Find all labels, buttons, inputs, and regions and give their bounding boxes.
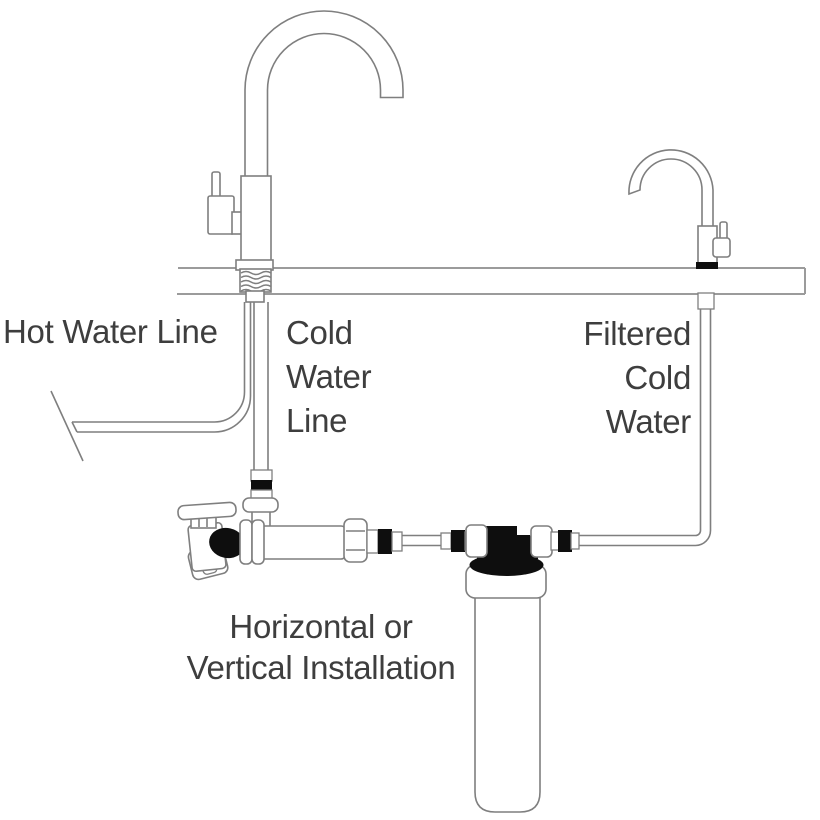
tee-left-collar [239, 519, 253, 565]
filter-cartridge [474, 594, 541, 813]
svg-text:Cold: Cold [286, 314, 353, 351]
svg-text:Horizontal or: Horizontal or [229, 608, 412, 645]
kitchen-faucet [207, 10, 404, 303]
installation-note-label: Horizontal or Vertical Installation [187, 608, 456, 686]
diagram-labels: Hot Water Line Cold Water Line Filtered … [3, 313, 692, 686]
hot-water-line [50, 302, 252, 462]
tee-top-flange [242, 497, 279, 513]
cold-water-line-label: Cold Water Line [286, 314, 372, 439]
faucet-mounting-threads [239, 268, 272, 294]
filter-outlet-fitting [530, 525, 580, 558]
tee-adapter [209, 497, 403, 565]
hot-line-break-slash [50, 390, 84, 462]
cold-line-quick-connect-fitting [250, 469, 273, 500]
filter-inlet-fitting [440, 524, 488, 558]
tee-outlet-nut [343, 518, 368, 563]
dispenser-handle-base [712, 237, 731, 258]
tee-inlet-seal [209, 527, 245, 559]
filtered-water-line [579, 292, 715, 547]
filter-supply-tube [402, 534, 441, 547]
faucet-shank [245, 290, 265, 303]
filter-head-base [469, 554, 544, 576]
svg-text:Water: Water [286, 358, 372, 395]
faucet-spout [244, 10, 404, 180]
svg-text:Water: Water [606, 403, 692, 440]
tee-outlet-fitting [366, 529, 403, 554]
dispenser-shank [697, 292, 715, 310]
valve-handle [177, 501, 237, 521]
svg-text:Vertical Installation: Vertical Installation [187, 649, 456, 686]
filtered-cold-water-label: Filtered Cold Water [583, 315, 691, 440]
dispenser-base-pad [696, 262, 718, 269]
hot-water-line-label: Hot Water Line [3, 313, 218, 350]
dispenser-faucet [628, 149, 731, 269]
svg-text:Cold: Cold [624, 359, 691, 396]
tee-left-collar-inner [251, 519, 265, 565]
water-filter [440, 524, 580, 813]
dispenser-spout [628, 149, 714, 230]
hot-line-end-cut [71, 421, 78, 433]
cold-water-line [253, 302, 269, 470]
filter-head [477, 526, 538, 559]
svg-text:Line: Line [286, 402, 347, 439]
faucet-body [240, 175, 272, 263]
svg-text:Filtered: Filtered [583, 315, 691, 352]
faucet-handle-base [207, 195, 235, 235]
